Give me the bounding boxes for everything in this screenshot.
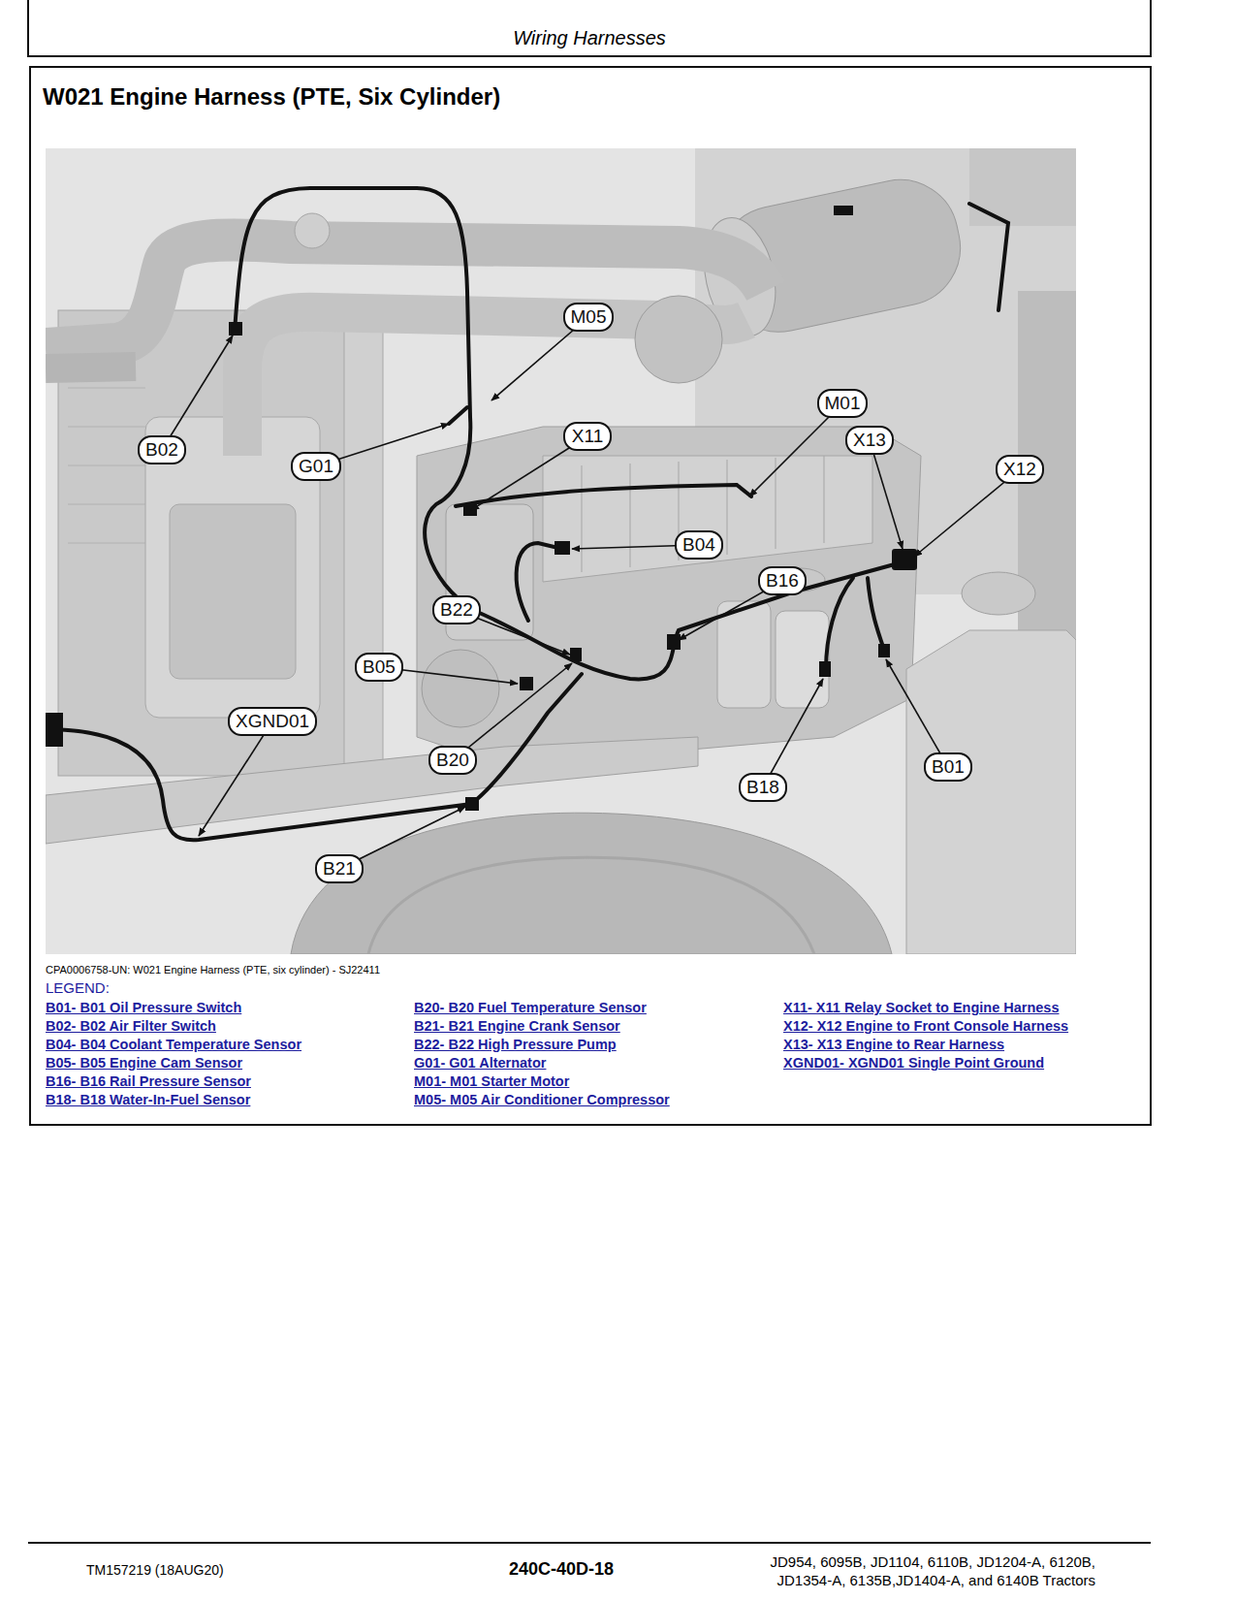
callout-bubble: G01 (290, 451, 342, 481)
callout-number: G01 (298, 455, 334, 476)
callout-bubble: B20 (428, 745, 477, 775)
callout-bubble: B02 (137, 435, 187, 465)
legend-entry: B01- B01 Oil Pressure Switch (45, 999, 242, 1015)
legend-entry: B20- B20 Fuel Temperature Sensor (413, 999, 647, 1015)
legend-entry: M01- M01 Starter Motor (413, 1073, 570, 1089)
callout-bubble: M05 (563, 302, 615, 332)
legend-entry: X12- X12 Engine to Front Console Harness (783, 1017, 1069, 1034)
callout-bubble: B21 (315, 854, 364, 884)
page-number: 240C-40D-18 (508, 1558, 614, 1580)
callout-bubble: B04 (674, 530, 724, 560)
callout-bubble: B22 (432, 595, 481, 625)
callout-number: X13 (853, 429, 887, 450)
legend-entry: B21- B21 Engine Crank Sensor (413, 1017, 621, 1034)
manual-number: TM157219 (18AUG20) (86, 1561, 224, 1578)
callout-number: B01 (931, 756, 965, 777)
legend-heading: LEGEND: (45, 979, 110, 996)
callout-bubble: M01 (817, 388, 869, 418)
callout-bubble: B18 (738, 772, 788, 802)
callout-number: B04 (682, 534, 716, 555)
page-title: W021 Engine Harness (PTE, Six Cylinder) (42, 83, 501, 111)
callout-number: B20 (436, 749, 470, 770)
connectors (45, 205, 918, 811)
callout-number: X12 (1003, 458, 1037, 479)
engine-drawing (45, 148, 1077, 954)
legend-entry: G01- G01 Alternator (413, 1054, 546, 1071)
callout-bubble: XGND01 (227, 706, 317, 736)
callout-number: B02 (145, 439, 179, 460)
legend-entry: XGND01- XGND01 Single Point Ground (783, 1054, 1045, 1071)
callout-number: XGND01 (235, 710, 310, 731)
callout-bubble: B16 (758, 566, 807, 596)
callout-number: B18 (746, 776, 780, 797)
legend-entry: X13- X13 Engine to Rear Harness (783, 1036, 1005, 1052)
legend-entry: B05- B05 Engine Cam Sensor (45, 1054, 243, 1071)
legend-entry: B16- B16 Rail Pressure Sensor (45, 1073, 252, 1089)
callout-bubble: B05 (354, 652, 404, 682)
callout-number: X11 (571, 425, 603, 446)
wire-harness (45, 188, 1009, 840)
callout-bubble: B01 (923, 752, 973, 782)
callout-number: B16 (765, 570, 799, 591)
legend-entry: B02- B02 Air Filter Switch (45, 1017, 217, 1034)
callout-number: M01 (824, 392, 861, 413)
legend-entry: B04- B04 Coolant Temperature Sensor (45, 1036, 302, 1052)
legend-entry: B18- B18 Water-In-Fuel Sensor (45, 1091, 251, 1108)
callout-number: B22 (440, 599, 474, 620)
callout-number: M05 (570, 306, 607, 327)
legend-entry: X11- X11 Relay Socket to Engine Harness (783, 999, 1060, 1015)
figure-caption: CPA0006758-UN: W021 Engine Harness (PTE,… (45, 963, 381, 976)
callout-number: B05 (362, 656, 396, 677)
leader-lines (161, 316, 1020, 869)
callout-bubble: X12 (995, 454, 1045, 484)
legend-entry: B22- B22 High Pressure Pump (413, 1036, 617, 1052)
callout-bubble: X13 (845, 425, 894, 455)
page-frame (28, 0, 1151, 1543)
section-header: Wiring Harnesses (512, 27, 666, 50)
callout-bubble: X11 (563, 421, 612, 451)
callout-number: B21 (322, 857, 356, 879)
legend-entry: M05- M05 Air Conditioner Compressor (413, 1091, 670, 1108)
model-list: JD954, 6095B, JD1104, 6110B, JD1204-A, 6… (722, 1552, 1096, 1589)
